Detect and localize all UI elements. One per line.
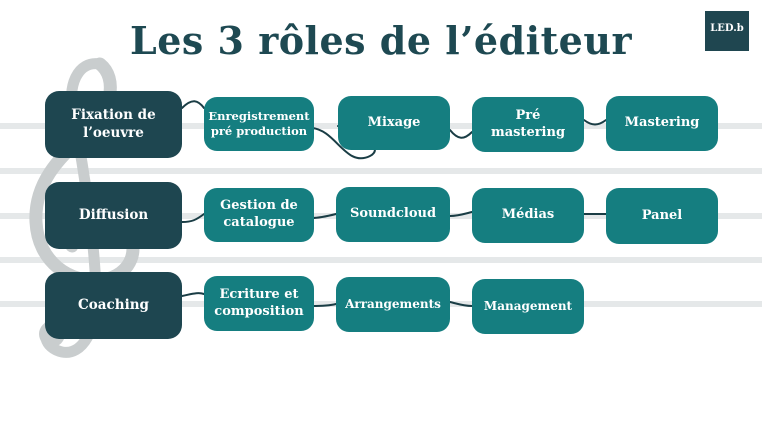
role-label: Mixage — [367, 114, 421, 130]
category-label: Fixation de — [71, 106, 156, 123]
connector — [583, 119, 607, 126]
connector — [181, 213, 205, 223]
role-label: pré production — [210, 124, 308, 138]
role-label: mastering — [490, 124, 566, 140]
staff-line — [0, 257, 762, 263]
role-management[interactable]: Management — [472, 279, 584, 334]
connector — [311, 303, 337, 307]
category-diffusion[interactable]: Diffusion — [45, 182, 182, 249]
role-panel[interactable]: Panel — [606, 188, 718, 244]
connector — [181, 100, 205, 109]
category-label: l’oeuvre — [83, 124, 144, 141]
role-arrangements[interactable]: Arrangements — [336, 277, 450, 332]
ledb-logo: LED.b — [705, 11, 749, 51]
connector — [449, 129, 473, 139]
role-label: Panel — [641, 207, 683, 223]
logo-text: LED.b — [710, 23, 744, 34]
category-label: Coaching — [78, 296, 149, 313]
role-label: Management — [483, 298, 573, 313]
role-medias[interactable]: Médias — [472, 188, 584, 243]
connector — [449, 301, 473, 307]
role-label: Médias — [501, 207, 555, 223]
role-label: Gestion de — [220, 198, 298, 214]
role-label: catalogue — [223, 215, 295, 230]
role-label: Ecriture et — [219, 286, 299, 302]
category-label: Diffusion — [78, 206, 149, 223]
role-label: Pré — [515, 107, 541, 123]
role-label: Arrangements — [345, 296, 441, 311]
role-mixage[interactable]: Mixage — [338, 96, 450, 150]
role-label: Enregistrement — [208, 109, 310, 124]
page-title: Les 3 rôles de l’éditeur — [130, 18, 632, 63]
role-mastering[interactable]: Mastering — [606, 96, 718, 151]
role-label: composition — [214, 303, 304, 319]
connector — [449, 211, 473, 217]
role-soundcloud[interactable]: Soundcloud — [336, 187, 450, 242]
staff-line — [0, 168, 762, 174]
role-label: Mastering — [624, 115, 700, 131]
role-label: Soundcloud — [349, 206, 437, 222]
connector — [311, 213, 337, 219]
connector — [181, 292, 205, 297]
category-coaching[interactable]: Coaching — [45, 272, 182, 339]
